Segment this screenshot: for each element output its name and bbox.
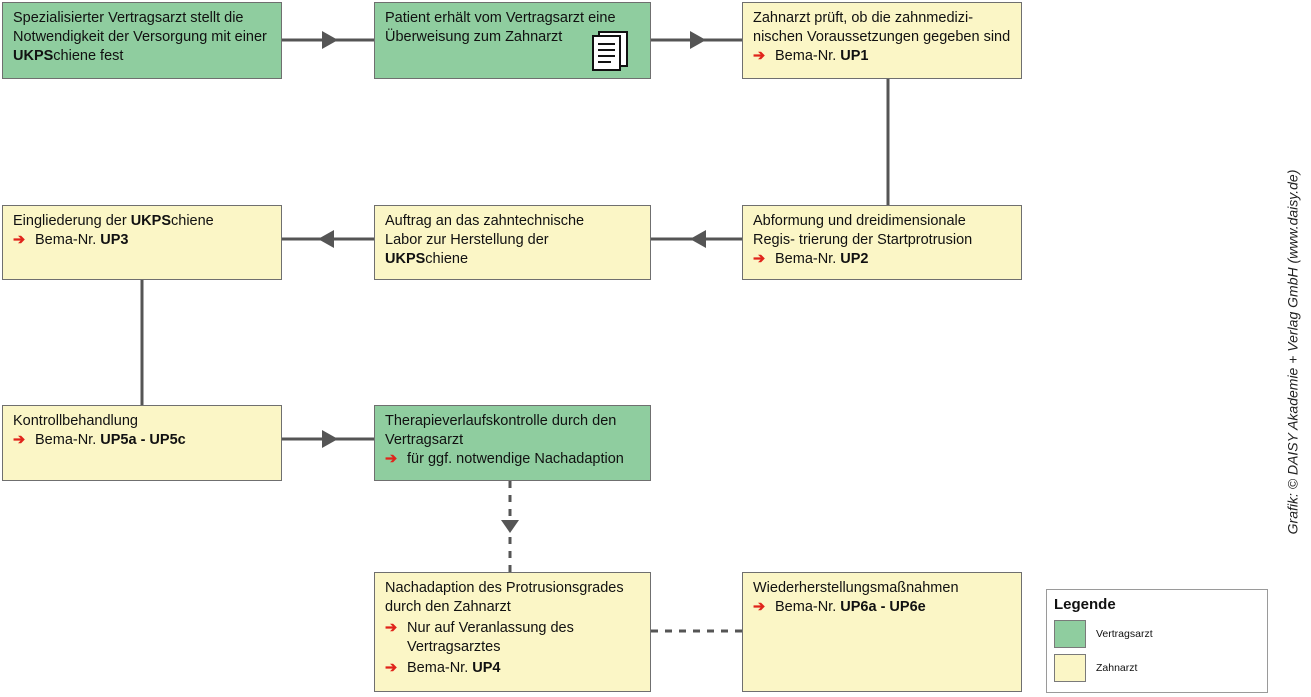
legend: Legende Vertragsarzt Zahnarzt: [1046, 589, 1268, 693]
arrowhead-n8: [322, 430, 338, 448]
bema-ref-up2: ➔Bema-Nr. UP2: [753, 251, 869, 267]
node-eingliederung: Eingliederung der UKPSchiene ➔Bema-Nr. U…: [2, 205, 282, 280]
legend-item-zahnarzt: Zahnarzt: [1054, 651, 1260, 685]
node-abformung: Abformung und dreidimensionale Regis- tr…: [742, 205, 1022, 280]
red-arrow-icon: ➔: [385, 660, 398, 676]
bema-ref-up5: ➔Bema-Nr. UP5a - UP5c: [13, 432, 186, 448]
veranlassung-hint: ➔Nur auf Veranlassung des Vertragsarztes: [385, 620, 574, 655]
legend-item-vertragsarzt: Vertragsarzt: [1054, 617, 1260, 651]
bema-ref-up4: ➔Bema-Nr. UP4: [385, 660, 501, 676]
node-kontrollbehandlung: Kontrollbehandlung ➔Bema-Nr. UP5a - UP5c: [2, 405, 282, 481]
arrowhead-n3: [690, 31, 706, 49]
node-nachadaption: Nachadaption des Protrusionsgrades durch…: [374, 572, 651, 692]
bema-ref-up6: ➔Bema-Nr. UP6a - UP6e: [753, 599, 926, 615]
red-arrow-icon: ➔: [13, 432, 26, 448]
node-zahnarzt-prueft: Zahnarzt prüft, ob die zahnmedizi- nisch…: [742, 2, 1022, 79]
node-wiederherstellung: Wiederherstellungsmaßnahmen ➔Bema-Nr. UP…: [742, 572, 1022, 692]
arrowhead-n6: [318, 230, 334, 248]
credit: Grafik: © DAISY Akademie + Verlag GmbH (…: [1284, 169, 1300, 535]
red-arrow-icon: ➔: [385, 620, 398, 636]
arrowhead-n5: [690, 230, 706, 248]
bema-ref-up1: ➔Bema-Nr. UP1: [753, 48, 869, 64]
node-auftrag-labor: Auftrag an das zahntechnische Labor zur …: [374, 205, 651, 280]
red-arrow-icon: ➔: [13, 232, 26, 248]
bema-ref-up3: ➔Bema-Nr. UP3: [13, 232, 129, 248]
document-icon: [592, 31, 628, 71]
legend-title: Legende: [1054, 596, 1116, 613]
red-arrow-icon: ➔: [753, 599, 766, 615]
arrowhead-n2: [322, 31, 338, 49]
arrowhead-n9: [501, 520, 519, 533]
nachadaption-hint: ➔für ggf. notwendige Nachadaption: [385, 451, 624, 467]
red-arrow-icon: ➔: [385, 451, 398, 467]
red-arrow-icon: ➔: [753, 48, 766, 64]
node-vertragsarzt-notwendigkeit: Spezialisierter Vertragsarzt stellt die …: [2, 2, 282, 79]
red-arrow-icon: ➔: [753, 251, 766, 267]
legend-swatch-green: [1054, 620, 1086, 648]
legend-swatch-yellow: [1054, 654, 1086, 682]
node-therapieverlaufskontrolle: Therapieverlaufskontrolle durch den Vert…: [374, 405, 651, 481]
